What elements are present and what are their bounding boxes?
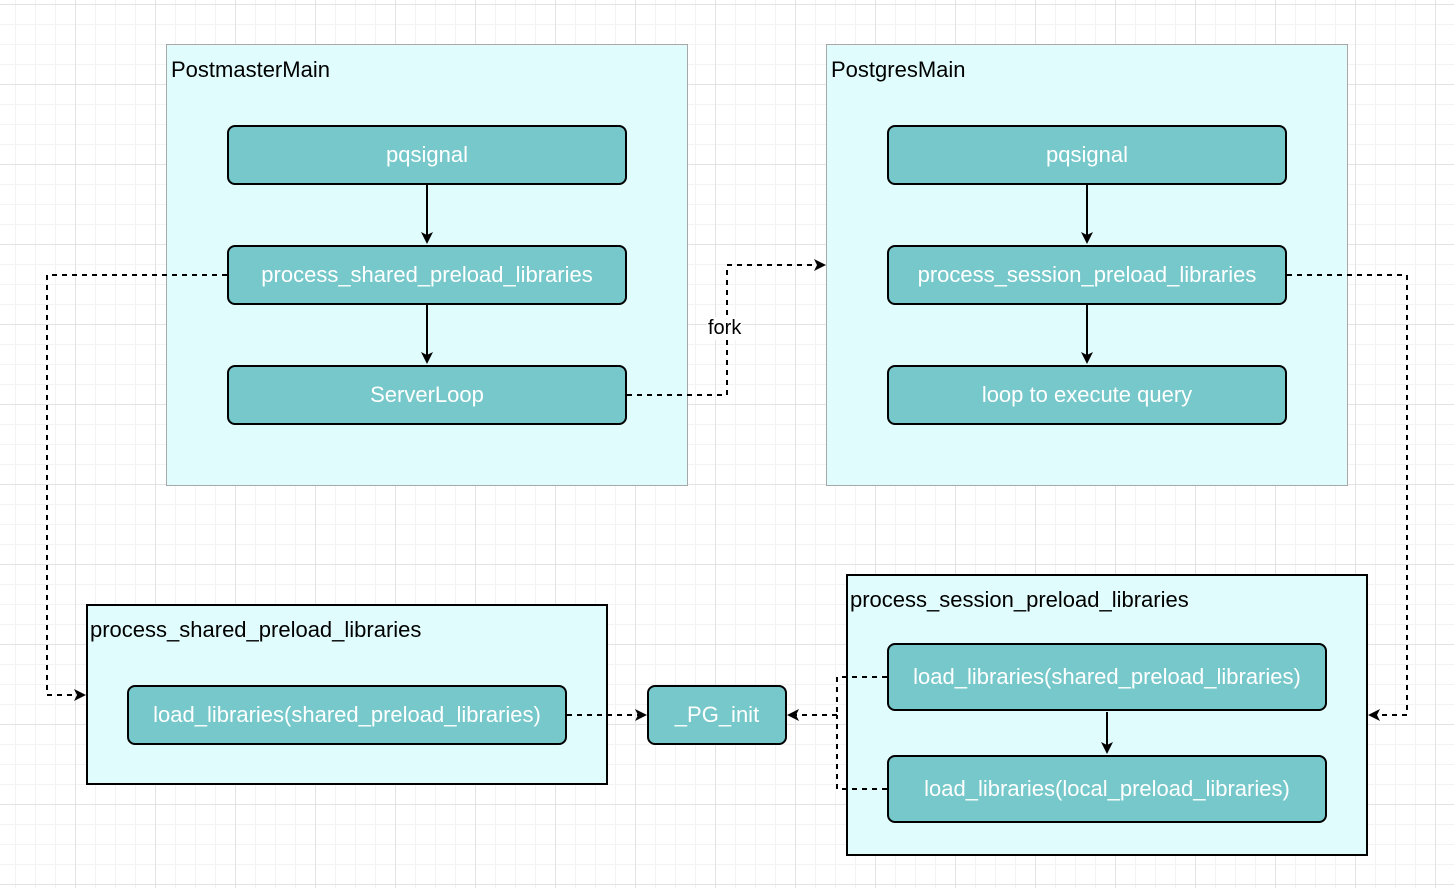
- shared-preload-container-title: process_shared_preload_libraries: [90, 617, 422, 642]
- ss-load-libraries-shared-node[interactable]: load_libraries(shared_preload_libraries): [887, 643, 1327, 711]
- fork-label: fork: [707, 317, 743, 340]
- pg-pqsignal-node[interactable]: pqsignal: [887, 125, 1287, 185]
- pm-process-shared-preload-node[interactable]: process_shared_preload_libraries: [227, 245, 627, 305]
- sp-load-libraries-shared-node[interactable]: load_libraries(shared_preload_libraries): [127, 685, 567, 745]
- postmaster-main-title: PostmasterMain: [171, 57, 330, 82]
- pm-pqsignal-node[interactable]: pqsignal: [227, 125, 627, 185]
- pm-serverloop-node[interactable]: ServerLoop: [227, 365, 627, 425]
- ss-load-libraries-local-node[interactable]: load_libraries(local_preload_libraries): [887, 755, 1327, 823]
- postgres-main-title: PostgresMain: [831, 57, 966, 82]
- pg-loop-execute-query-node[interactable]: loop to execute query: [887, 365, 1287, 425]
- session-preload-container-title: process_session_preload_libraries: [850, 587, 1189, 612]
- pg-init-node[interactable]: _PG_init: [647, 685, 787, 745]
- pg-process-session-preload-node[interactable]: process_session_preload_libraries: [887, 245, 1287, 305]
